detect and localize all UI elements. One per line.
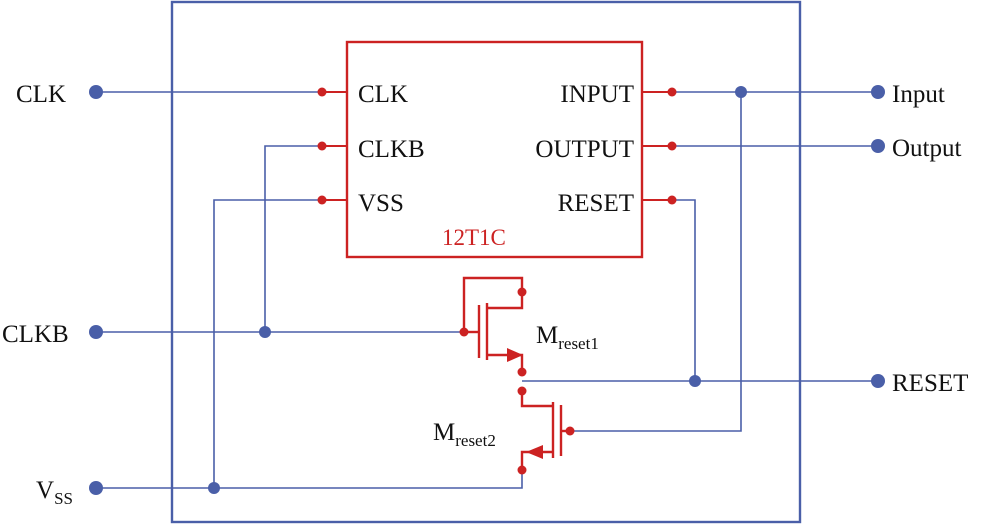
pin-reset: [871, 374, 885, 388]
port-label-clkb: CLKB: [358, 136, 425, 163]
transistor-mreset1: [462, 276, 524, 372]
port-label-vss: VSS: [358, 190, 404, 217]
block-name: 12T1C: [442, 225, 506, 250]
label-vss-sub: SS: [54, 489, 73, 508]
port-label-output: OUTPUT: [535, 136, 634, 163]
pin-input: [871, 85, 885, 99]
component-dots: [317, 87, 677, 475]
label-mreset2: Mreset2: [433, 419, 496, 450]
label-mreset2-sub: reset2: [455, 431, 496, 450]
block-12t1c: [345, 40, 644, 259]
port-label-clk: CLK: [358, 81, 408, 108]
pin-output: [871, 139, 885, 153]
label-vss: VSS: [36, 477, 73, 508]
outer-frame: [170, 0, 802, 524]
label-mreset1-main: M: [536, 322, 558, 349]
port-label-input: INPUT: [560, 81, 634, 108]
label-clkb: CLKB: [2, 321, 69, 348]
label-output: Output: [892, 135, 962, 162]
label-mreset2-main: M: [433, 419, 455, 446]
label-vss-main: V: [36, 477, 54, 504]
label-mreset1-sub: reset1: [558, 334, 599, 353]
label-clk: CLK: [16, 81, 66, 108]
pin-clkb: [89, 325, 103, 339]
port-label-reset: RESET: [558, 190, 634, 217]
label-reset: RESET: [892, 370, 968, 397]
pin-vss: [89, 481, 103, 495]
label-input: Input: [892, 81, 945, 108]
pin-clk: [89, 85, 103, 99]
label-mreset1: Mreset1: [536, 322, 599, 353]
wire-junctions: [208, 86, 747, 494]
transistor-mreset2: [520, 391, 570, 470]
wires: [96, 91, 878, 489]
